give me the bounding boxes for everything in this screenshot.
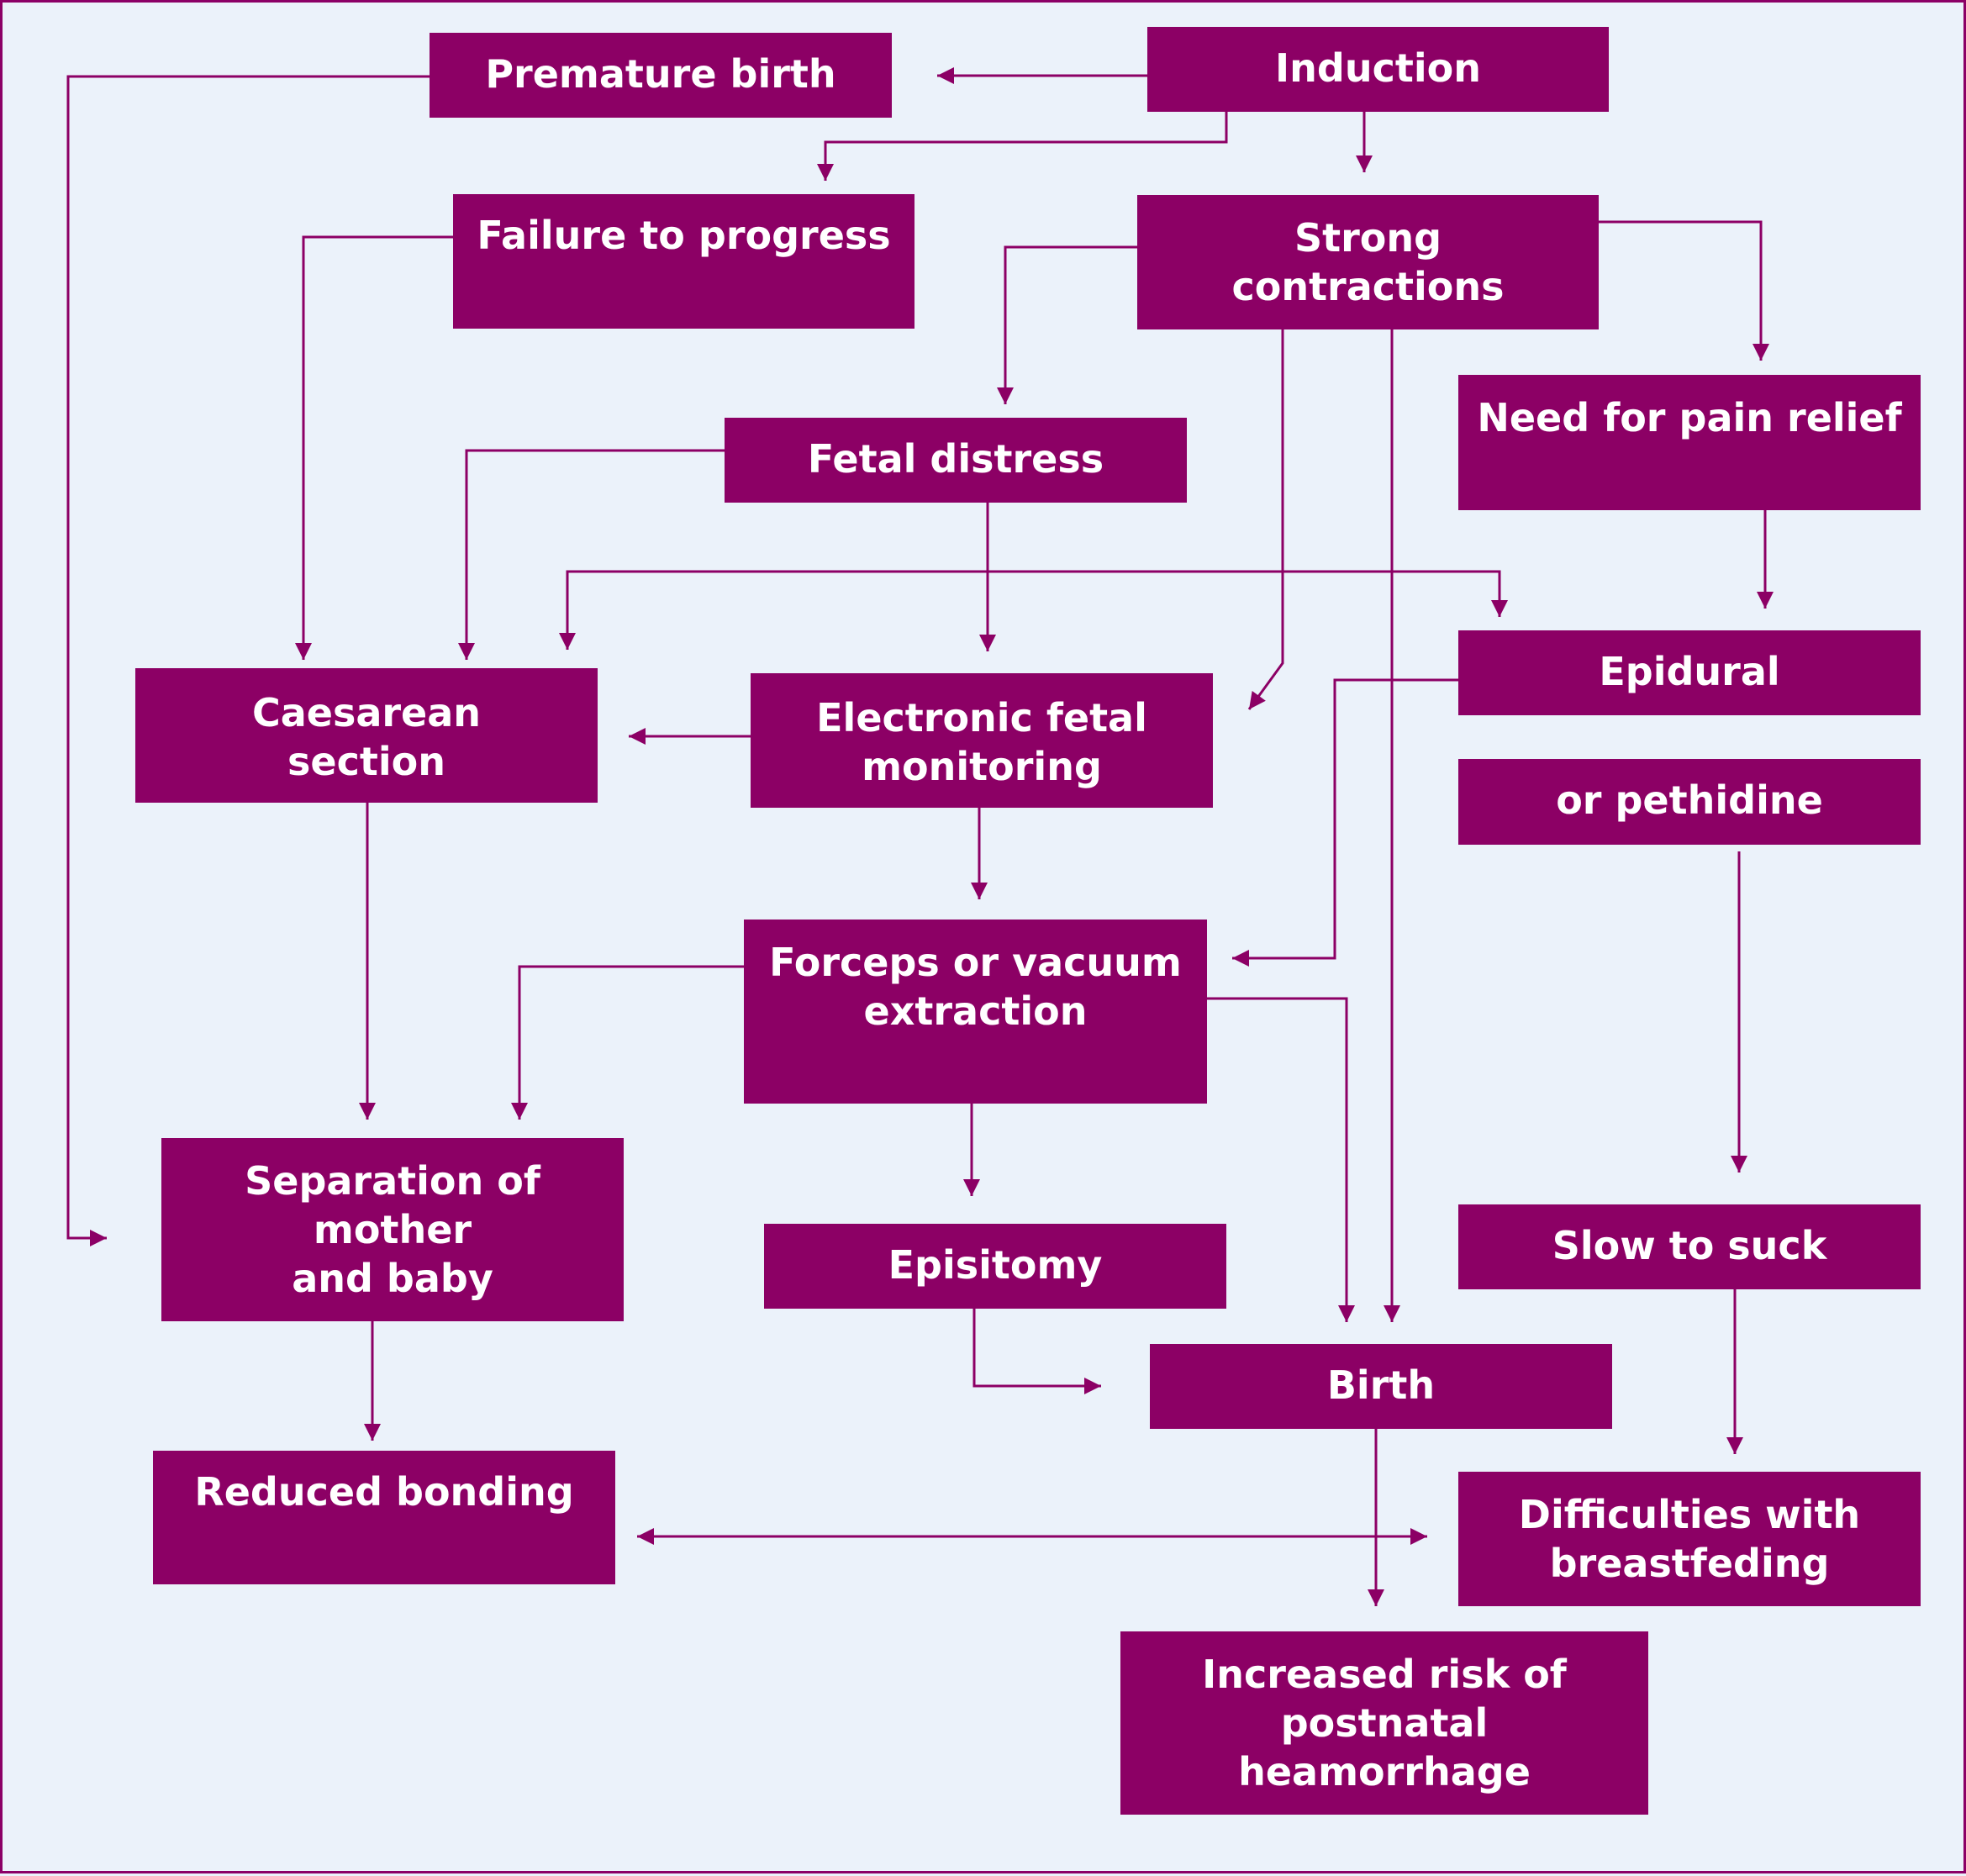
node-forceps-or-vacuum-label: Forceps or vacuum extraction (769, 940, 1182, 1034)
conn-cross-bar-arrowhead (1491, 600, 1508, 617)
conn-premature-separation (66, 75, 430, 1240)
node-difficulties-breastfeeding-label: Difficulties with breastfeding (1518, 1492, 1861, 1586)
node-caesarean-section-label: Caesarean section (251, 690, 482, 784)
conn-pethidine-slow-arrowhead (1731, 1156, 1747, 1172)
conn-cross-bar-arrowhead-start (559, 633, 576, 650)
conn-forceps-separation (518, 965, 744, 1120)
conn-efm-caesarean-arrowhead (629, 728, 646, 745)
conn-induction-failure-arrowhead (817, 164, 834, 181)
conn-strong-pain-arrowhead (1753, 344, 1769, 361)
node-strong-contractions-label: Strong contractions (1231, 215, 1505, 309)
conn-bonding-difficulties-arrowhead-start (637, 1528, 654, 1545)
conn-efm-forceps-arrowhead (971, 883, 988, 899)
conn-epidural-forceps-arrowhead (1232, 950, 1249, 967)
node-caesarean-section: Caesarean section (135, 668, 598, 803)
node-postnatal-haemorrhage: Increased risk of postnatal heamorrhage (1120, 1631, 1648, 1815)
conn-forceps-episitomy-arrowhead (963, 1179, 980, 1196)
node-difficulties-breastfeeding: Difficulties with breastfeding (1458, 1472, 1921, 1606)
conn-strong-birth-arrowhead (1384, 1305, 1400, 1322)
conn-induction-failure (824, 112, 1228, 181)
node-episitomy: Episitomy (764, 1224, 1226, 1309)
conn-strong-fetal-arrowhead (997, 387, 1014, 404)
conn-forceps-birth (1207, 997, 1348, 1322)
node-epidural: Epidural (1458, 630, 1921, 715)
node-need-for-pain-relief: Need for pain relief (1458, 375, 1921, 510)
node-premature-birth: Premature birth (430, 33, 892, 118)
node-failure-to-progress: Failure to progress (453, 194, 914, 329)
node-episitomy-label: Episitomy (888, 1242, 1103, 1288)
node-premature-birth-label: Premature birth (485, 51, 836, 97)
conn-pain-epidural-arrowhead (1757, 592, 1774, 609)
node-electronic-fetal-monitoring: Electronic fetal monitoring (751, 673, 1213, 808)
node-forceps-or-vacuum: Forceps or vacuum extraction (744, 920, 1207, 1104)
conn-episitomy-birth-arrowhead (1084, 1378, 1101, 1394)
conn-failure-caesarean-arrowhead (295, 643, 312, 660)
conn-birth-haemorrhage-arrowhead (1368, 1589, 1384, 1606)
node-or-pethidine: or pethidine (1458, 759, 1921, 845)
node-need-for-pain-relief-label: Need for pain relief (1477, 395, 1902, 440)
conn-episitomy-birth (972, 1309, 1101, 1388)
node-birth: Birth (1150, 1344, 1612, 1429)
connector-layer (66, 67, 1774, 1606)
conn-strong-efm-arrowhead (1249, 690, 1266, 709)
node-fetal-distress-label: Fetal distress (807, 436, 1104, 482)
conn-induction-premature-arrowhead (937, 67, 954, 84)
node-separation: Separation of mother and baby (161, 1138, 624, 1321)
conn-fetal-caesarean-arrowhead (458, 643, 475, 660)
node-strong-contractions: Strong contractions (1137, 195, 1599, 329)
conn-strong-efm (1247, 329, 1284, 710)
conn-fetal-caesarean (465, 449, 725, 660)
node-or-pethidine-label: or pethidine (1556, 777, 1823, 823)
conn-epidural-forceps (1232, 678, 1458, 960)
node-slow-to-suck-label: Slow to suck (1552, 1223, 1827, 1268)
conn-failure-caesarean (302, 235, 453, 660)
conn-fetal-efm-arrowhead (979, 635, 996, 651)
node-fetal-distress: Fetal distress (725, 418, 1187, 503)
node-epidural-label: Epidural (1599, 649, 1780, 694)
node-reduced-bonding: Reduced bonding (153, 1451, 615, 1584)
conn-slow-difficulties-arrowhead (1726, 1437, 1743, 1454)
node-postnatal-haemorrhage-label: Increased risk of postnatal heamorrhage (1202, 1652, 1567, 1794)
conn-bonding-difficulties-arrowhead (1410, 1528, 1427, 1545)
conn-separation-bonding-arrowhead (364, 1424, 381, 1441)
node-induction: Induction (1147, 27, 1609, 112)
node-induction-label: Induction (1275, 45, 1481, 91)
conn-caesarean-separation-arrowhead (359, 1103, 376, 1120)
conn-forceps-separation-arrowhead (511, 1103, 528, 1120)
conn-strong-fetal (1004, 245, 1137, 404)
conn-forceps-birth-arrowhead (1338, 1305, 1355, 1322)
node-failure-to-progress-label: Failure to progress (477, 213, 891, 258)
conn-premature-separation-arrowhead (90, 1230, 107, 1246)
node-reduced-bonding-label: Reduced bonding (194, 1469, 574, 1515)
node-electronic-fetal-monitoring-label: Electronic fetal monitoring (816, 695, 1147, 789)
node-slow-to-suck: Slow to suck (1458, 1204, 1921, 1289)
conn-strong-pain (1599, 220, 1763, 361)
node-separation-label: Separation of mother and baby (245, 1158, 540, 1301)
conn-cross-bar (566, 570, 1501, 650)
node-birth-label: Birth (1326, 1362, 1436, 1408)
conn-induction-strong-arrowhead (1356, 155, 1373, 172)
